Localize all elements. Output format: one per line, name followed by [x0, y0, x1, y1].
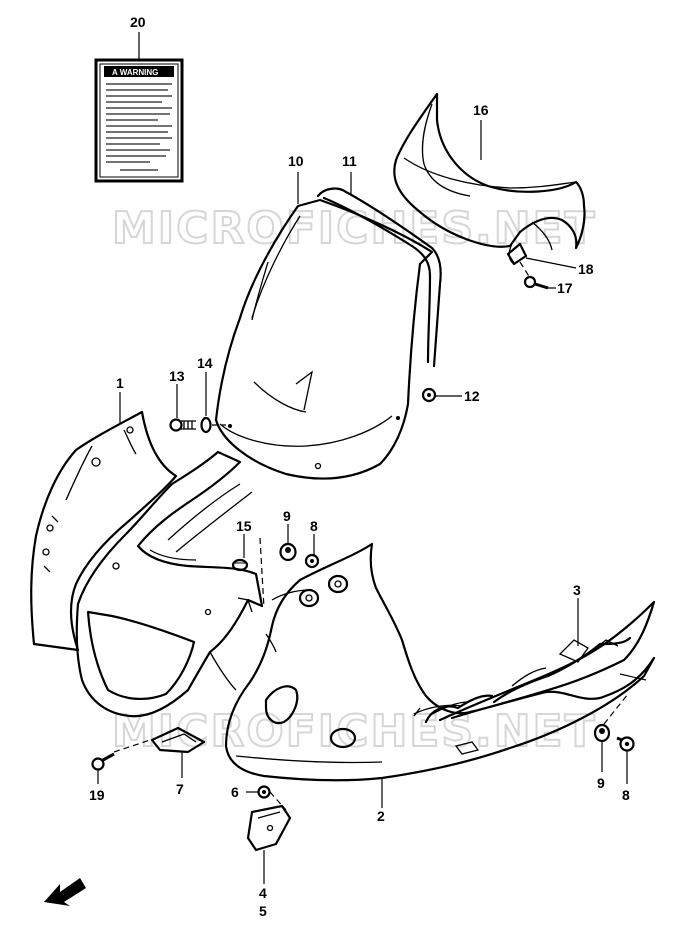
callout-7: 7: [176, 781, 184, 797]
trim-strip-part-3: [431, 600, 656, 722]
callout-11: 11: [342, 153, 357, 169]
nut-part-8-lower: [616, 736, 635, 752]
callout-20: 20: [130, 14, 146, 30]
callout-10: 10: [288, 153, 304, 169]
screw-part-13: [169, 418, 196, 432]
spacer-part-9-lower: [593, 723, 611, 743]
headlight-surround: [75, 450, 264, 718]
caution-label-heading: A WARNING: [112, 68, 158, 77]
bracket-plate-part-4-5: [246, 804, 292, 852]
dash-9-8-lower: [603, 693, 629, 725]
callout-8-upper: 8: [310, 518, 318, 534]
callout-6: 6: [231, 784, 239, 800]
callout-19: 19: [89, 787, 105, 803]
dash-15: [259, 537, 265, 609]
caution-label-part-20: A WARNING: [94, 58, 184, 183]
screw-part-17: [523, 275, 549, 290]
dash-17-18: [519, 261, 531, 279]
callout-5: 5: [259, 903, 267, 919]
clip-part-18: [506, 242, 528, 266]
front-arrow-icon: [44, 878, 86, 906]
screen-trim-part-11: [316, 187, 442, 368]
nut-part-6: [257, 785, 271, 799]
callout-17: 17: [557, 280, 573, 296]
leader-18: [525, 257, 577, 269]
bracket-part-7: [150, 726, 206, 754]
callout-1: 1: [116, 375, 124, 391]
dash-19: [113, 739, 151, 753]
lower-cowling-part-2: [224, 542, 656, 782]
callout-13: 13: [169, 368, 185, 384]
callout-12: 12: [464, 388, 480, 404]
windscreen-part-10: [214, 198, 434, 480]
inner-cover-part-16: [393, 92, 586, 265]
grommet-part-12: [421, 387, 437, 403]
callout-16: 16: [473, 102, 489, 118]
callout-9-lower: 9: [597, 775, 605, 791]
callout-9-upper: 9: [283, 508, 291, 524]
callout-8-lower: 8: [622, 787, 630, 803]
callout-15: 15: [236, 518, 252, 534]
spacer-part-9-upper: [279, 542, 297, 562]
screw-part-19: [91, 752, 115, 771]
callout-4: 4: [259, 885, 267, 901]
cushion-part-15: [231, 558, 249, 572]
callout-3: 3: [573, 582, 581, 598]
callout-18: 18: [578, 261, 594, 277]
callout-14: 14: [197, 355, 213, 371]
callout-2: 2: [377, 808, 385, 824]
washer-part-14: [200, 416, 212, 434]
dash-3-guide: [619, 673, 647, 681]
side-panel-part-1: [30, 410, 178, 652]
nut-part-8-upper: [304, 553, 320, 569]
